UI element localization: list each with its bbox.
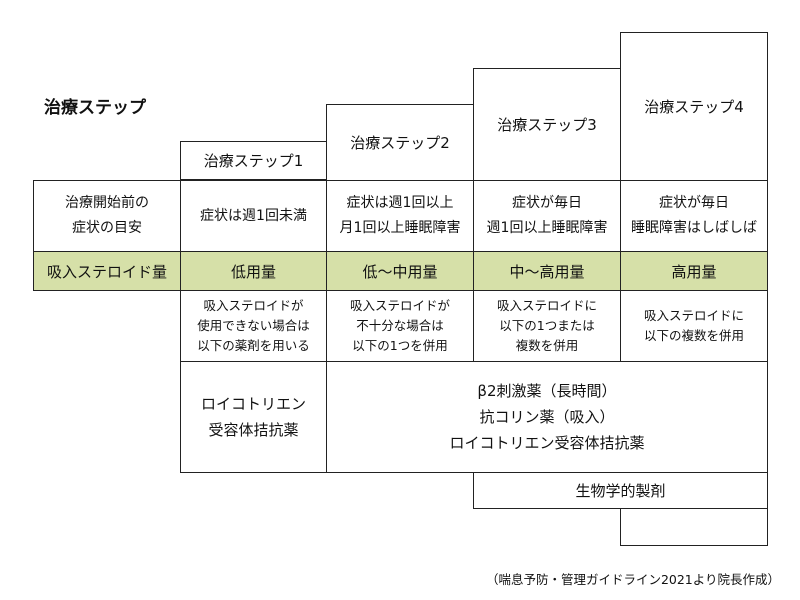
description-step-3: 吸入ステロイドに 以下の1つまたは 複数を併用 [473, 290, 621, 362]
description-step-1: 吸入ステロイドが 使用できない場合は 以下の薬剤を用いる [180, 290, 327, 362]
symptom-step-2: 症状は週1回以上 月1回以上睡眠障害 [326, 180, 474, 252]
drug-steps-2-4: β2刺激薬（長時間） 抗コリン薬（吸入） ロイコトリエン受容体拮抗薬 [326, 361, 768, 473]
dose-step-4: 高用量 [620, 251, 768, 291]
description-step-2: 吸入ステロイドが 不十分な場合は 以下の1つを併用 [326, 290, 474, 362]
step-header-1: 治療ステップ1 [180, 141, 327, 180]
symptom-step-4: 症状が毎日 睡眠障害はしばしば [620, 180, 768, 252]
symptom-step-3: 症状が毎日 週1回以上睡眠障害 [473, 180, 621, 252]
step-header-4: 治療ステップ4 [620, 32, 768, 181]
drug-steps-3-4: 生物学的製剤 [473, 472, 768, 509]
dose-step-1: 低用量 [180, 251, 327, 291]
symptom-row-label: 治療開始前の 症状の目安 [33, 180, 181, 252]
page-title: 治療ステップ [44, 98, 146, 118]
step-header-2: 治療ステップ2 [326, 104, 474, 181]
dose-row-label: 吸入ステロイド量 [33, 251, 181, 291]
symptom-step-1: 症状は週1回未満 [180, 180, 327, 252]
drug-step-1: ロイコトリエン 受容体拮抗薬 [180, 361, 327, 473]
step-header-3: 治療ステップ3 [473, 68, 621, 181]
dose-step-2: 低〜中用量 [326, 251, 474, 291]
dose-step-3: 中〜高用量 [473, 251, 621, 291]
source-note: （喘息予防・管理ガイドライン2021より院長作成） [485, 572, 780, 587]
description-step-4: 吸入ステロイドに 以下の複数を併用 [620, 290, 768, 362]
